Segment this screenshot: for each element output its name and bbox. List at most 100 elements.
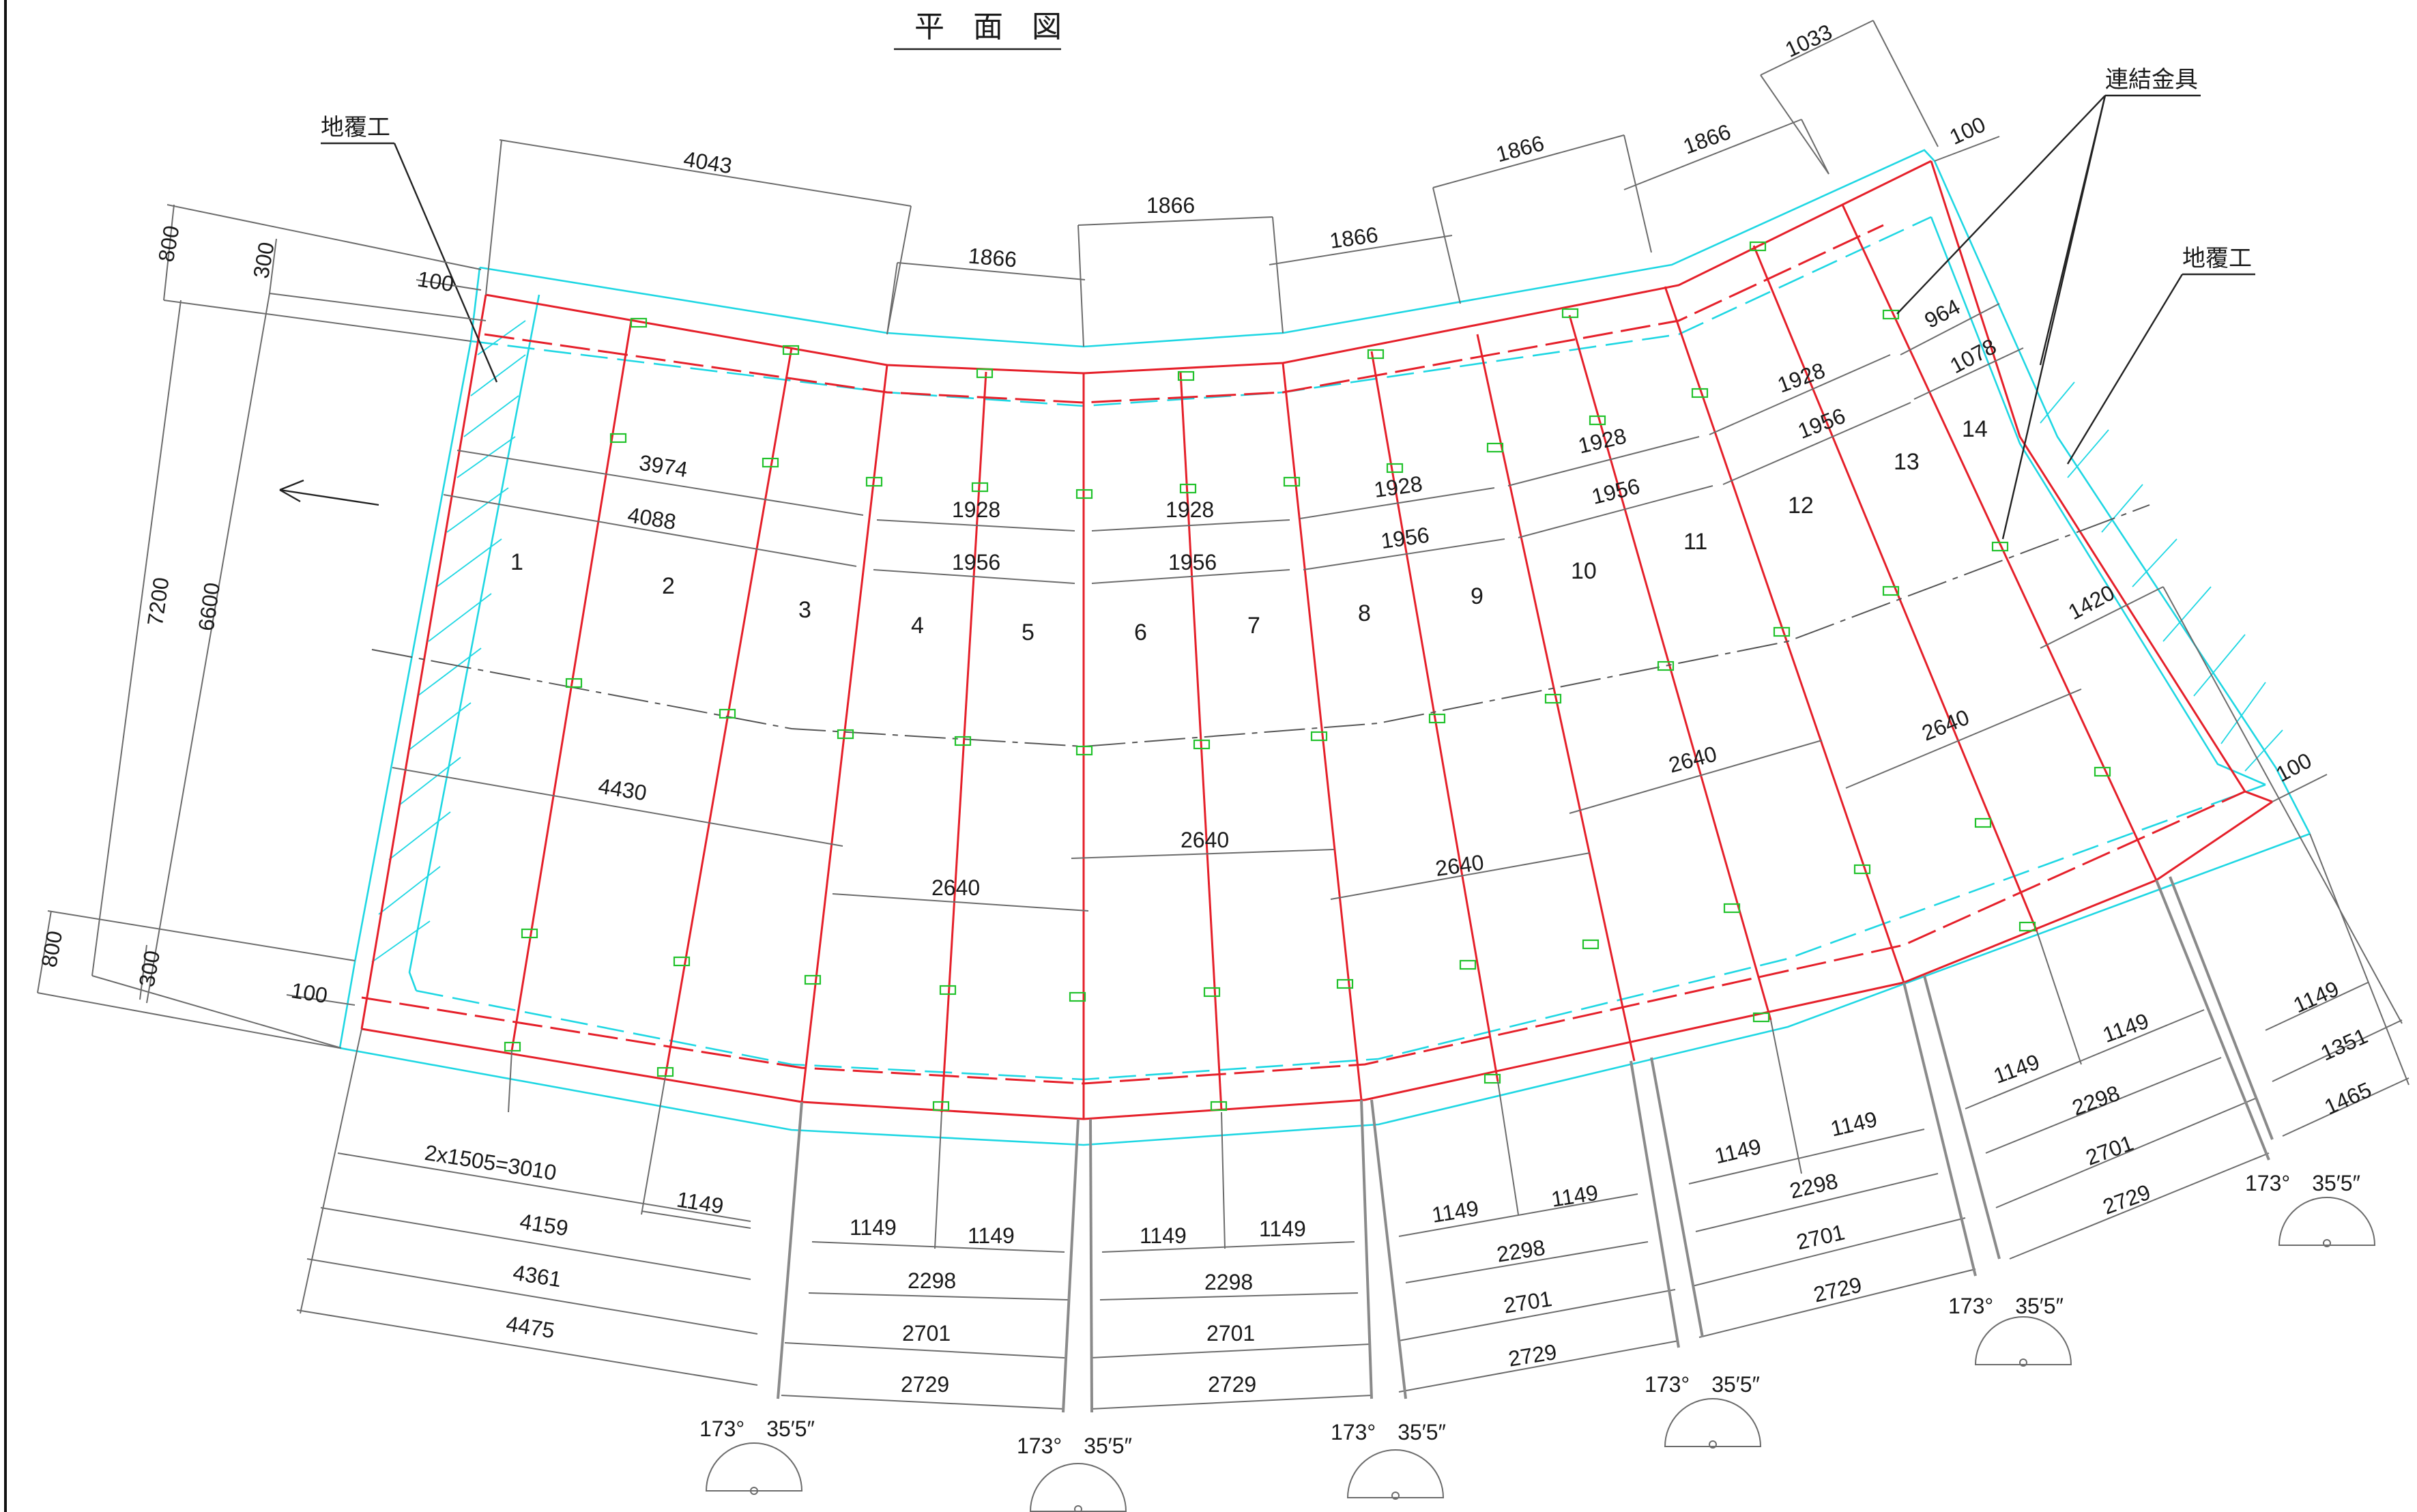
curb-hatch-right — [2040, 381, 2283, 772]
dim-top-1866-e: 1866 — [1680, 119, 1734, 159]
dim-b-2701-3: 2701 — [1206, 1321, 1255, 1346]
dim-b-1149-5a: 1149 — [1712, 1134, 1763, 1169]
left-dimensions: 800 300 100 7200 6600 800 300 100 — [36, 204, 487, 1049]
dim-left-300-top: 300 — [248, 240, 279, 280]
angle-mark-2: 173° 35′5″ — [1017, 1434, 1132, 1512]
panel-number-3: 3 — [798, 597, 811, 623]
curb-hatch-left — [371, 320, 526, 963]
dim-w-1956-a: 1956 — [952, 550, 1000, 575]
dim-w-1928-b: 1928 — [1166, 497, 1214, 522]
dim-b-2729-3: 2729 — [1208, 1372, 1256, 1397]
dim-left-100-bot: 100 — [289, 978, 329, 1008]
angle-mark-5: 173° 35′5″ — [1948, 1294, 2072, 1367]
panel-number-6: 6 — [1134, 620, 1147, 645]
dim-w-2640-a: 2640 — [931, 875, 980, 900]
dim-w-2640-c: 2640 — [1434, 850, 1486, 882]
angle-text-4: 173° 35′5″ — [1645, 1372, 1760, 1397]
panel-number-9: 9 — [1471, 583, 1484, 609]
angle-mark-6: 173° 35′5″ — [2245, 1171, 2376, 1247]
dim-top-1033: 1033 — [1782, 19, 1836, 62]
panel-number-8: 8 — [1358, 600, 1371, 626]
dim-w-1928-a: 1928 — [952, 497, 1000, 522]
dim-b-1149-1: 1149 — [675, 1187, 725, 1218]
dim-w-4088: 4088 — [626, 502, 678, 534]
panel-numbers: 1 2 3 4 5 6 7 8 9 10 11 12 13 14 — [510, 416, 1988, 645]
angle-text-1: 173° 35′5″ — [699, 1416, 815, 1441]
road-centerline — [371, 504, 2150, 748]
angle-mark-3: 173° 35′5″ — [1331, 1420, 1446, 1500]
top-dimensions: 4043 1866 1866 1866 1866 1866 1033 100 — [485, 19, 2000, 347]
dim-b-4475: 4475 — [504, 1311, 556, 1343]
dim-w-2640-b: 2640 — [1181, 828, 1229, 852]
angle-marks: 173° 35′5″ 173° 35′5″ 173° 35′5″ 173° 35… — [699, 1171, 2376, 1512]
bottom-dimensions: 2x1505=3010 1149 4159 4361 4475 1149 114… — [296, 586, 2409, 1413]
panel-number-10: 10 — [1571, 558, 1597, 584]
dim-w-964: 964 — [1920, 294, 1964, 333]
dim-w-1956-c: 1956 — [1379, 523, 1431, 554]
dim-b-1149-4b: 1149 — [1550, 1180, 1600, 1212]
jifukuko-right-text: 地覆工 — [2182, 245, 2252, 272]
dim-b-2729-2: 2729 — [901, 1372, 949, 1397]
angle-text-3: 173° 35′5″ — [1331, 1420, 1446, 1444]
panel-number-2: 2 — [662, 573, 675, 599]
panel-number-11: 11 — [1683, 529, 1707, 555]
label-jifukuko-right: 地覆工 — [2066, 245, 2255, 465]
angle-mark-1: 173° 35′5″ — [699, 1416, 815, 1495]
dim-b-1149-6a: 1149 — [1991, 1049, 2043, 1088]
dim-b-1149-6b: 1149 — [2100, 1008, 2152, 1047]
dim-b-4361: 4361 — [511, 1260, 563, 1292]
dim-b-1149-5b: 1149 — [1828, 1107, 1879, 1142]
connector-text: 連結金具 — [2105, 66, 2198, 93]
dim-b-1149-2b: 1149 — [968, 1223, 1015, 1248]
panel-bottom-dashed — [361, 790, 2246, 1085]
panel-number-7: 7 — [1247, 613, 1260, 639]
dim-b-4159: 4159 — [518, 1209, 570, 1241]
drawing-title: 平 面 図 — [914, 10, 1071, 44]
angle-text-6: 173° 35′5″ — [2245, 1171, 2360, 1195]
dim-b-1149-3a: 1149 — [1140, 1223, 1187, 1248]
dim-b-1149-7: 1149 — [2289, 976, 2343, 1018]
dim-b-2298-3: 2298 — [1204, 1270, 1253, 1294]
panel-number-13: 13 — [1894, 449, 1920, 475]
dim-top-4043: 4043 — [682, 147, 734, 179]
dim-w-1956-d: 1956 — [1589, 474, 1642, 509]
dim-b-1149-3b: 1149 — [1259, 1217, 1306, 1241]
dim-top-100-right: 100 — [1945, 112, 1989, 149]
dim-b-1149-2a: 1149 — [850, 1215, 897, 1240]
angle-text-2: 173° 35′5″ — [1017, 1434, 1132, 1458]
dim-left-300-bot: 300 — [134, 948, 165, 989]
panel-number-5: 5 — [1022, 620, 1034, 645]
dim-b-2298-6: 2298 — [2069, 1081, 2123, 1120]
panel-number-1: 1 — [510, 549, 523, 575]
dim-b-1351: 1351 — [2317, 1023, 2371, 1066]
angle-mark-4: 173° 35′5″ — [1645, 1372, 1762, 1449]
panel-number-4: 4 — [911, 613, 924, 639]
dim-w-1928-e: 1928 — [1774, 358, 1828, 397]
dim-w-4430: 4430 — [596, 774, 648, 806]
jifukuko-left-text: 地覆工 — [321, 114, 390, 141]
dim-left-6600: 6600 — [194, 581, 225, 633]
dim-b-1465: 1465 — [2321, 1077, 2375, 1120]
dim-left-800-bot: 800 — [36, 929, 67, 969]
panel-top-edge — [485, 160, 1932, 375]
dim-top-1866-a: 1866 — [968, 243, 1018, 272]
dim-b-2298-4: 2298 — [1495, 1235, 1547, 1267]
dim-b-2729-4: 2729 — [1507, 1339, 1559, 1371]
panel-outline — [360, 160, 2273, 1120]
dim-b-2701-6: 2701 — [2083, 1131, 2137, 1170]
connector-boxes — [504, 241, 2111, 1111]
panel-number-12: 12 — [1788, 493, 1814, 519]
dim-b-2298-5: 2298 — [1787, 1168, 1840, 1203]
dim-top-1866-b: 1866 — [1146, 193, 1195, 218]
dim-left-800-top: 800 — [154, 224, 184, 264]
panel-top-dashed — [484, 224, 1884, 404]
direction-arrow-icon — [279, 479, 379, 506]
dim-left-7200: 7200 — [143, 576, 174, 628]
title-block: 平 面 図 — [894, 10, 1071, 50]
dim-w-3974: 3974 — [637, 450, 689, 482]
dim-w-1928-d: 1928 — [1576, 423, 1628, 458]
angle-text-5: 173° 35′5″ — [1948, 1294, 2064, 1318]
dim-b-2729-6: 2729 — [2100, 1180, 2154, 1219]
dim-w-1956-b: 1956 — [1168, 550, 1217, 575]
